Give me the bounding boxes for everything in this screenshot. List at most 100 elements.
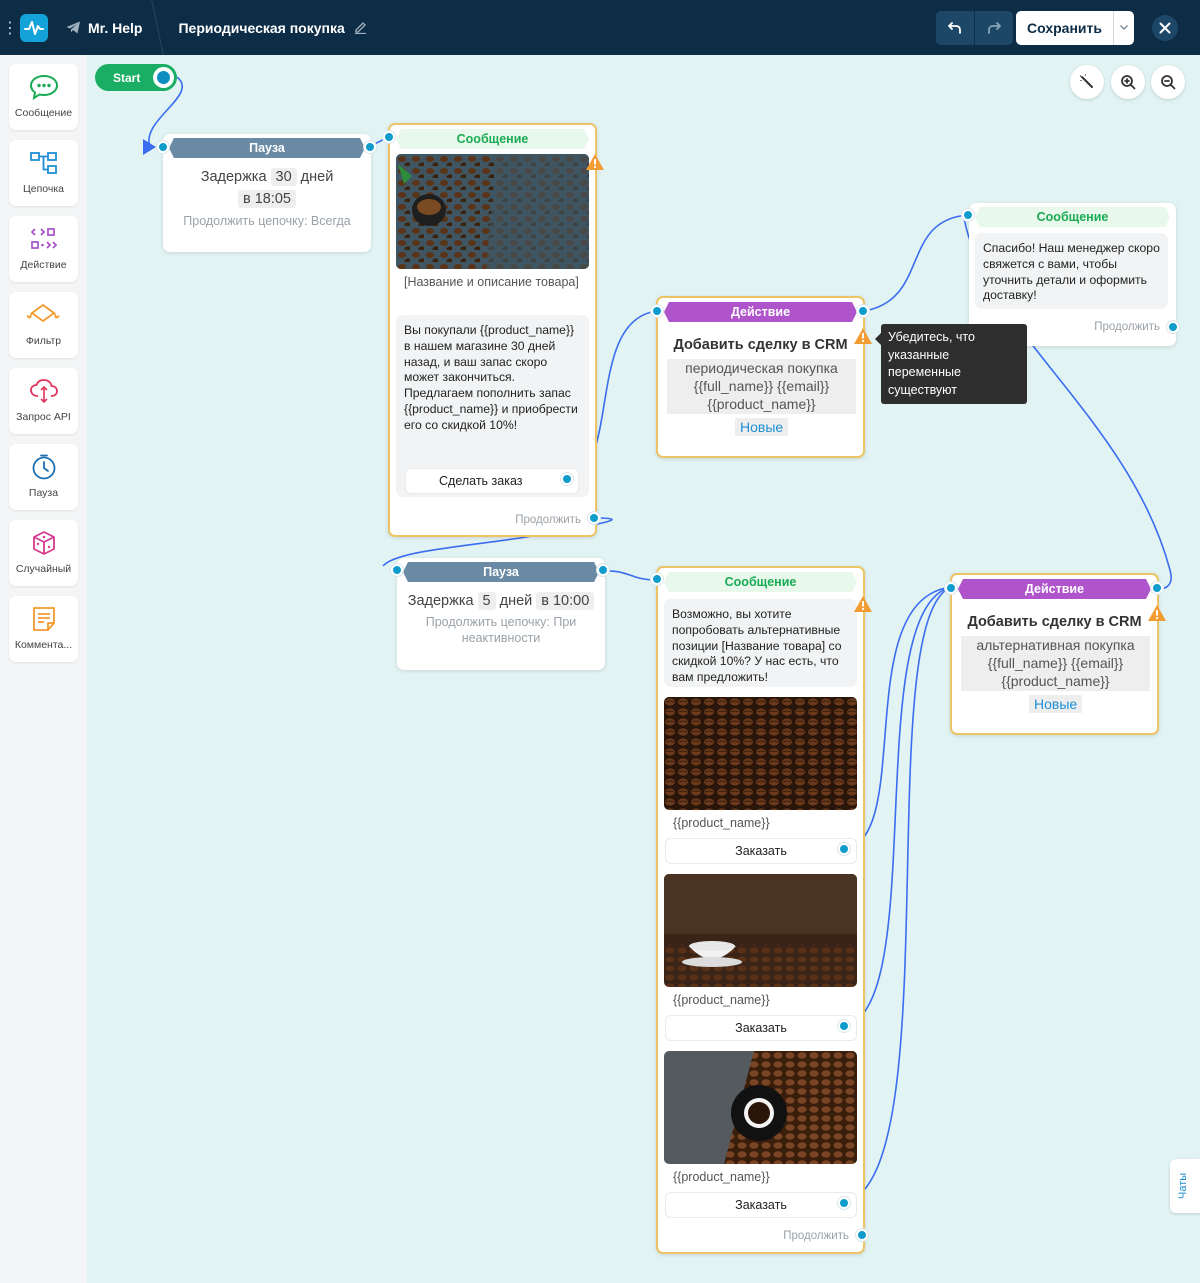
crm-action-title: Добавить сделку в CRM xyxy=(967,614,1142,630)
tool-action[interactable]: Действие xyxy=(9,216,78,282)
node-header: Сообщение xyxy=(664,572,857,592)
order3-output-port[interactable] xyxy=(838,1197,850,1209)
message2-continue-port[interactable] xyxy=(1167,321,1179,333)
redo-button[interactable] xyxy=(975,10,1014,45)
crm-stage-tag: Новые xyxy=(1029,695,1083,713)
message-node-2[interactable]: Сообщение Спасибо! Наш менеджер скоро св… xyxy=(969,203,1176,346)
api-icon xyxy=(30,379,58,404)
chain-icon xyxy=(30,152,57,174)
message-node-1[interactable]: Сообщение [Название и описание товара] В… xyxy=(388,123,597,537)
warning-icon[interactable] xyxy=(853,595,873,613)
pause2-output-port[interactable] xyxy=(597,564,609,576)
redo-icon xyxy=(988,21,1001,34)
menu-dots-icon[interactable]: ⋮ xyxy=(2,19,18,37)
node-header: Сообщение xyxy=(975,207,1170,227)
tool-pause[interactable]: Пауза xyxy=(9,444,78,510)
crm-stage-tag: Новые xyxy=(735,418,789,436)
time-value: в 10:00 xyxy=(536,592,595,610)
flow-title-text: Периодическая покупка xyxy=(178,19,345,36)
tool-comment[interactable]: Коммента... xyxy=(9,596,78,662)
tool-message[interactable]: Сообщение xyxy=(9,64,78,130)
edit-pencil-icon[interactable] xyxy=(354,21,367,34)
delay-label: Задержка xyxy=(200,169,267,185)
message-text: Вы покупали {{product_name}} в нашем маг… xyxy=(396,315,589,497)
tool-filter[interactable]: Фильтр xyxy=(9,292,78,358)
message3-continue-port[interactable] xyxy=(856,1229,868,1241)
variables-warning-tooltip: Убедитесь, что указанные переменные суще… xyxy=(875,324,1027,404)
order1-output-port[interactable] xyxy=(838,843,850,855)
delay-row: Задержка 30 дней xyxy=(163,168,371,186)
warning-icon[interactable] xyxy=(1147,604,1167,622)
delay-unit: дней xyxy=(300,169,334,185)
magic-wand-button[interactable] xyxy=(1070,65,1104,99)
action-node-1[interactable]: Действие Добавить сделку в CRM периодиче… xyxy=(656,296,865,458)
delay-unit: дней xyxy=(499,593,533,609)
message1-input-port[interactable] xyxy=(383,131,395,143)
make-order-button[interactable]: Сделать заказ xyxy=(406,469,578,493)
message-text: Спасибо! Наш менеджер скоро свяжется с в… xyxy=(975,233,1168,309)
action2-input-port[interactable] xyxy=(945,582,957,594)
zoom-in-button[interactable] xyxy=(1111,65,1145,99)
action-icon xyxy=(30,228,58,249)
message-node-3[interactable]: Сообщение Возможно, вы хотите попробоват… xyxy=(656,566,865,1254)
order-button-3[interactable]: Заказать xyxy=(666,1193,856,1217)
start-port[interactable] xyxy=(153,67,174,88)
product-image-espresso-cup xyxy=(664,1051,857,1164)
crm-deal-name: периодическая покупка xyxy=(685,360,838,376)
warning-icon[interactable] xyxy=(853,327,873,345)
crm-deal-vars: {{full_name}} {{email}} xyxy=(693,378,830,394)
pause2-input-port[interactable] xyxy=(391,564,403,576)
message-icon xyxy=(29,74,59,100)
zoom-in-icon xyxy=(1121,75,1136,90)
continue-label: Продолжить xyxy=(515,514,581,526)
pause1-output-port[interactable] xyxy=(364,141,376,153)
bot-selector[interactable]: Mr. Help xyxy=(66,0,158,55)
pause-node-2[interactable]: Пауза Задержка 5 дней в 10:00 Продолжить… xyxy=(397,558,605,670)
save-button[interactable]: Сохранить xyxy=(1027,19,1102,36)
make-order-output-port[interactable] xyxy=(561,473,573,485)
action-node-2[interactable]: Действие Добавить сделку в CRM альтернат… xyxy=(950,573,1159,735)
crm-deal-params: альтернативная покупка {{full_name}} {{e… xyxy=(961,636,1150,691)
node-header: Сообщение xyxy=(396,129,589,149)
message1-continue-port[interactable] xyxy=(588,512,600,524)
filter-icon xyxy=(26,303,60,323)
order-button-2[interactable]: Заказать xyxy=(666,1016,856,1040)
card-caption: {{product_name}} xyxy=(673,993,770,1007)
save-dropdown-button[interactable] xyxy=(1113,10,1134,45)
delay-value: 30 xyxy=(270,168,297,186)
tool-chain[interactable]: Цепочка xyxy=(9,140,78,206)
pause1-input-port[interactable] xyxy=(157,141,169,153)
zoom-out-button[interactable] xyxy=(1151,65,1185,99)
undo-button[interactable] xyxy=(936,10,975,45)
tool-api-request[interactable]: Запрос API xyxy=(9,368,78,434)
action1-input-port[interactable] xyxy=(651,305,663,317)
crm-deal-vars: {{full_name}} {{email}} xyxy=(987,655,1124,671)
warning-icon[interactable] xyxy=(585,153,605,171)
pause-icon xyxy=(32,454,56,480)
node-header: Пауза xyxy=(403,562,599,582)
app-logo-icon[interactable] xyxy=(20,13,48,42)
tool-random[interactable]: Случайный xyxy=(9,520,78,586)
product-image-coffee-cup xyxy=(396,154,589,269)
order2-output-port[interactable] xyxy=(838,1020,850,1032)
crm-deal-params: периодическая покупка {{full_name}} {{em… xyxy=(667,359,856,414)
message2-input-port[interactable] xyxy=(962,209,974,221)
start-node[interactable]: Start xyxy=(95,64,177,91)
crm-deal-product: {{product_name}} xyxy=(1001,673,1110,689)
close-button[interactable] xyxy=(1152,14,1178,41)
random-icon xyxy=(33,531,55,555)
order-button-1[interactable]: Заказать xyxy=(666,839,856,863)
comment-icon xyxy=(33,607,55,631)
action1-output-port[interactable] xyxy=(857,305,869,317)
crm-deal-product: {{product_name}} xyxy=(707,396,816,412)
delay-label: Задержка xyxy=(407,593,474,609)
chats-tab[interactable]: Чаты xyxy=(1170,1159,1200,1213)
pause-node-1[interactable]: Пауза Задержка 30 дней в 18:05 Продолжит… xyxy=(163,134,371,252)
message3-input-port[interactable] xyxy=(651,573,663,585)
crm-deal-name: альтернативная покупка xyxy=(976,637,1135,653)
bot-name: Mr. Help xyxy=(88,19,143,36)
magic-wand-icon xyxy=(1080,74,1093,88)
action2-output-port[interactable] xyxy=(1151,582,1163,594)
node-header: Пауза xyxy=(169,138,365,158)
